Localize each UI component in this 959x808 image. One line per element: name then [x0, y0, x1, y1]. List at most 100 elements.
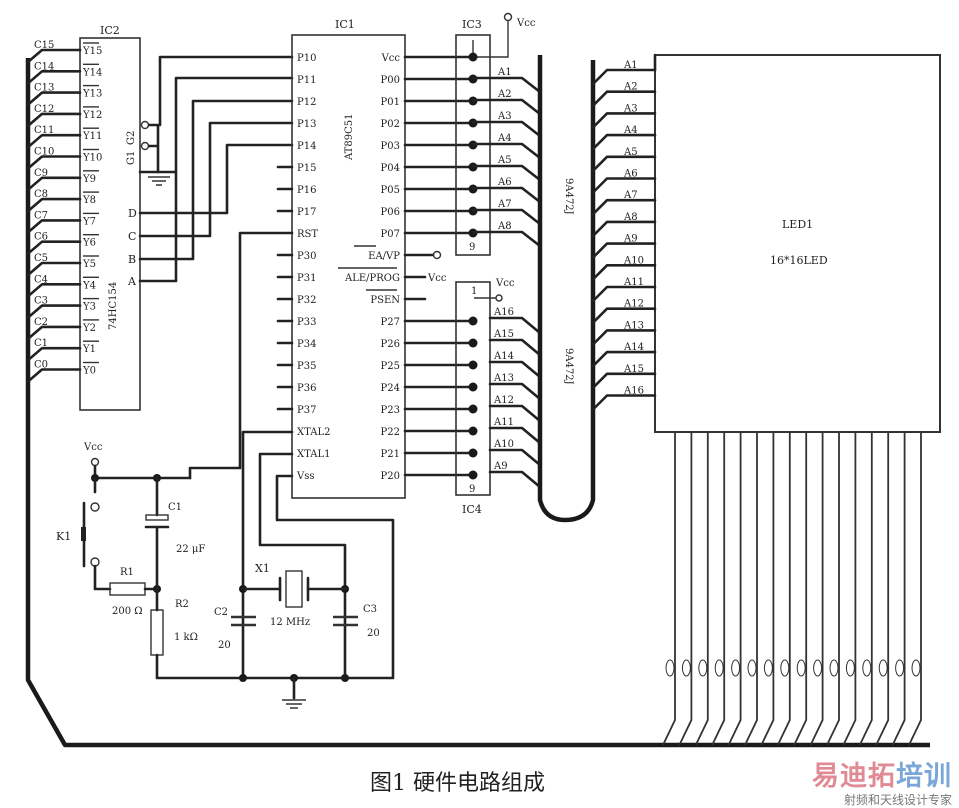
ic1-pin-label: P22: [381, 427, 400, 438]
ic2-pin-label: Y14: [82, 67, 102, 78]
column-wire: [26, 346, 82, 362]
led-row-wire: [591, 350, 657, 368]
row-label: A6: [497, 177, 512, 188]
led-row-label: A11: [623, 277, 644, 288]
wire-a-p11: [138, 76, 294, 283]
resistor-node: [468, 470, 478, 480]
row-label: A14: [493, 351, 514, 362]
led-row-label: A12: [623, 299, 644, 310]
led-row-label: A7: [623, 190, 638, 201]
ic1-pin-label: P01: [381, 97, 400, 108]
led-row-wire: [591, 264, 657, 281]
led-row-label: A16: [623, 386, 644, 397]
led-icon: [829, 659, 839, 677]
watermark-brand: 易迪拓: [812, 761, 896, 792]
ic2-input-c: C: [128, 230, 136, 243]
led-icon: [862, 659, 872, 677]
ic1-pin-label: P25: [381, 361, 400, 372]
ic2-output-rows: C15Y15C14Y14C13Y13C12Y12C11Y11C10Y10C9Y9…: [26, 40, 102, 383]
column-label: C7: [34, 210, 48, 221]
ic1-pin-label: P21: [381, 449, 400, 460]
led-row-wire: [591, 307, 657, 324]
c3-ref: C3: [363, 604, 377, 615]
column-label: C9: [34, 168, 48, 179]
column-label: C15: [34, 40, 54, 51]
led-column-wire: [858, 432, 873, 746]
ic3-vcc-terminal: [503, 12, 513, 22]
led-row-wire: [591, 394, 657, 411]
crystal-plates: [278, 576, 310, 602]
ic2-pin-label: Y10: [82, 153, 102, 164]
ic1-pin-label: P34: [297, 339, 316, 350]
ic2-pin-label: Y11: [82, 131, 102, 142]
ic2-pin-label: Y5: [82, 259, 96, 270]
ic1-pin-label: XTAL2: [297, 427, 330, 438]
led-column-wire: [662, 432, 676, 746]
row-label: A9: [493, 461, 508, 472]
led-type: 16*16LED: [770, 254, 828, 267]
row-wire: [471, 76, 542, 94]
ic1-pin-label: ALE/PROG: [344, 273, 400, 284]
ic1-pin-label: PSEN: [370, 295, 400, 306]
resistor-network-2: 9A472J: [563, 348, 574, 385]
led-row-label: A8: [623, 212, 638, 223]
ic1-pin-label: P31: [297, 273, 316, 284]
resistor-node: [468, 338, 478, 348]
led-row-label: A15: [623, 364, 644, 375]
reset-vcc-terminal: [90, 457, 100, 467]
ic2-part: 74HC154: [108, 282, 119, 330]
led-row-label: A3: [623, 103, 638, 114]
enable-wire: [147, 123, 160, 174]
row-wire: [488, 338, 542, 357]
resistor-network-1: 9A472J: [563, 178, 574, 215]
resistor-node: [468, 360, 478, 370]
ic1-pin-label: P26: [381, 339, 400, 350]
g2-inversion-bubble: [140, 120, 150, 130]
ic1-pin-label: P36: [297, 383, 316, 394]
led-row-wire: [591, 285, 657, 303]
x1-value: 12 MHz: [270, 617, 310, 628]
ic4-pin1: 1: [471, 286, 477, 297]
ic1-pin-label: P05: [381, 185, 400, 196]
led-icon: [714, 659, 724, 677]
ale-vcc-label: Vcc: [427, 273, 447, 284]
column-label: C14: [34, 61, 54, 72]
capacitor-c1-icon: [145, 514, 169, 521]
ic4-pin9: 9: [469, 484, 475, 495]
row-label: A10: [493, 439, 514, 450]
wire-c-p13: [138, 121, 294, 238]
led-row-wire: [591, 133, 657, 151]
led-icon: [895, 659, 905, 677]
row-wire: [488, 448, 542, 467]
column-wire: [26, 70, 82, 85]
column-label: C1: [34, 338, 48, 349]
ic2-g1-label: G1: [126, 151, 137, 165]
column-wire: [26, 304, 82, 319]
ic1-pin-label: P15: [297, 163, 316, 174]
ic1-pin-label: P32: [297, 295, 316, 306]
row-label: A13: [493, 373, 514, 384]
ic2-pin-label: Y4: [82, 280, 96, 291]
ic2-input-b: B: [128, 253, 136, 266]
figure-caption: 图1 硬件电路组成: [370, 771, 545, 796]
active-low-overlines: [338, 245, 397, 291]
ic1-pin-label: P24: [381, 383, 400, 394]
watermark: 易迪拓培训 射频和天线设计专家: [812, 754, 952, 808]
ic2-pin-label: Y0: [82, 366, 96, 377]
row-label: A7: [497, 199, 512, 210]
row-wire: [488, 404, 542, 423]
reset-vcc-label: Vcc: [83, 442, 103, 453]
led-row-label: A14: [623, 342, 644, 353]
g1-inversion-bubble: [140, 141, 150, 151]
ic4-vcc-terminal: [495, 294, 503, 302]
column-wire: [26, 261, 82, 277]
ic3-ref: IC3: [462, 18, 482, 31]
row-label: A4: [497, 133, 512, 144]
led-icon: [763, 659, 773, 677]
ic1-pin-label: Vcc: [381, 53, 401, 64]
led-row-wire: [591, 177, 657, 194]
led-icon: [813, 659, 823, 677]
row-label: A11: [493, 417, 514, 428]
